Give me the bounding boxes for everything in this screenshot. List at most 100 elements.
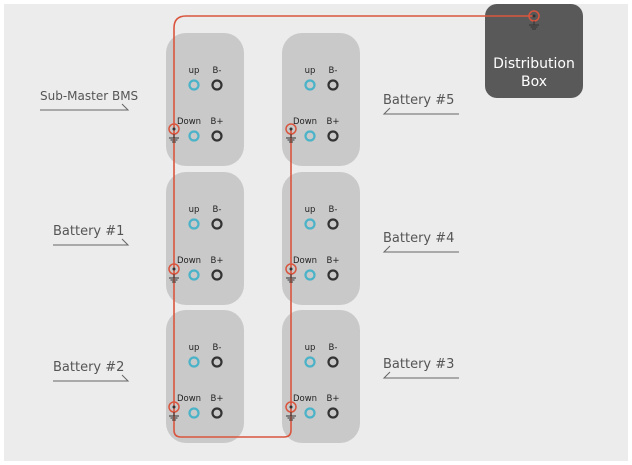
port-up <box>304 356 316 368</box>
port-down <box>304 130 316 142</box>
port-label-down: Down <box>177 117 201 127</box>
terminal-dot <box>532 14 536 18</box>
ground-terminal <box>528 10 540 30</box>
module-battery-1: up B- Down B+ <box>166 172 244 305</box>
terminal-dot <box>289 405 293 409</box>
arrow-line-icon <box>382 107 459 115</box>
port-label-bplus: B+ <box>211 256 224 266</box>
ground-icon <box>286 274 296 283</box>
ground-icon <box>286 134 296 143</box>
port-label-up: up <box>305 343 316 353</box>
port-label-bminus: B- <box>329 66 338 76</box>
terminals <box>168 10 540 421</box>
module-body <box>166 33 244 166</box>
label-battery-5: Battery #5 <box>383 93 454 108</box>
port-bplus <box>327 407 339 419</box>
port-bminus <box>327 79 339 91</box>
ground-icon <box>169 134 179 143</box>
module-body <box>282 310 360 443</box>
port-up <box>304 79 316 91</box>
terminal-dot <box>289 127 293 131</box>
right-labels: Battery #5 Battery #4 Battery #3 <box>382 93 459 379</box>
port-label-up: up <box>189 66 200 76</box>
terminal-dot <box>172 405 176 409</box>
ground-terminal <box>168 401 180 421</box>
port-down <box>188 130 200 142</box>
port-up <box>304 218 316 230</box>
port-label-down: Down <box>293 256 317 266</box>
module-battery-2: up B- Down B+ <box>166 310 244 443</box>
label-battery-1: Battery #1 <box>53 224 124 239</box>
port-label-up: up <box>189 343 200 353</box>
left-labels: Sub-Master BMS Battery #1 Battery #2 <box>40 89 138 382</box>
arrow-line-icon <box>53 238 130 246</box>
module-body <box>282 172 360 305</box>
terminal-dot <box>289 267 293 271</box>
ground-terminal <box>285 401 297 421</box>
ground-icon <box>286 412 296 421</box>
distribution-box-body <box>485 4 583 98</box>
port-label-down: Down <box>293 394 317 404</box>
module-sub-master-bms: up B- Down B+ <box>166 33 244 166</box>
arrow-line-icon <box>382 245 459 253</box>
terminal-dot <box>172 127 176 131</box>
label-battery-3: Battery #3 <box>383 357 454 372</box>
port-label-bminus: B- <box>213 343 222 353</box>
port-bminus <box>211 218 223 230</box>
arrow-line-icon <box>382 371 459 379</box>
module-body <box>166 172 244 305</box>
port-bplus <box>211 407 223 419</box>
port-up <box>188 218 200 230</box>
port-bplus <box>211 269 223 281</box>
port-up <box>188 79 200 91</box>
module-body <box>166 310 244 443</box>
port-down <box>188 407 200 419</box>
port-label-bminus: B- <box>329 205 338 215</box>
port-label-down: Down <box>177 256 201 266</box>
arrow-line-icon <box>40 103 130 111</box>
port-label-down: Down <box>177 394 201 404</box>
ground-wire-path <box>173 15 534 438</box>
port-label-bminus: B- <box>329 343 338 353</box>
ground-wire <box>173 15 534 438</box>
port-bplus <box>211 130 223 142</box>
ground-terminal <box>285 263 297 283</box>
port-label-up: up <box>305 205 316 215</box>
port-bminus <box>211 356 223 368</box>
arrow-line-icon <box>53 374 130 382</box>
port-down <box>304 407 316 419</box>
port-label-bplus: B+ <box>211 117 224 127</box>
distribution-box-label-line1: Distribution <box>493 56 575 72</box>
module-body <box>282 33 360 166</box>
port-bminus <box>327 356 339 368</box>
port-label-bplus: B+ <box>211 394 224 404</box>
port-label-bplus: B+ <box>327 256 340 266</box>
port-bplus <box>327 130 339 142</box>
port-bminus <box>211 79 223 91</box>
port-bminus <box>327 218 339 230</box>
port-label-up: up <box>305 66 316 76</box>
port-label-bminus: B- <box>213 205 222 215</box>
label-battery-4: Battery #4 <box>383 231 454 246</box>
label-battery-2: Battery #2 <box>53 360 124 375</box>
module-battery-4: up B- Down B+ <box>282 172 360 305</box>
ground-icon <box>169 274 179 283</box>
distribution-box-label-line2: Box <box>521 74 547 90</box>
port-label-down: Down <box>293 117 317 127</box>
ground-terminal <box>168 123 180 143</box>
ground-terminal <box>168 263 180 283</box>
port-label-up: up <box>189 205 200 215</box>
port-bplus <box>327 269 339 281</box>
port-label-bplus: B+ <box>327 117 340 127</box>
module-battery-5: up B- Down B+ <box>282 33 360 166</box>
port-up <box>188 356 200 368</box>
ground-icon <box>169 412 179 421</box>
ground-terminal <box>285 123 297 143</box>
port-down <box>304 269 316 281</box>
ground-icon <box>529 21 539 30</box>
port-label-bminus: B- <box>213 66 222 76</box>
